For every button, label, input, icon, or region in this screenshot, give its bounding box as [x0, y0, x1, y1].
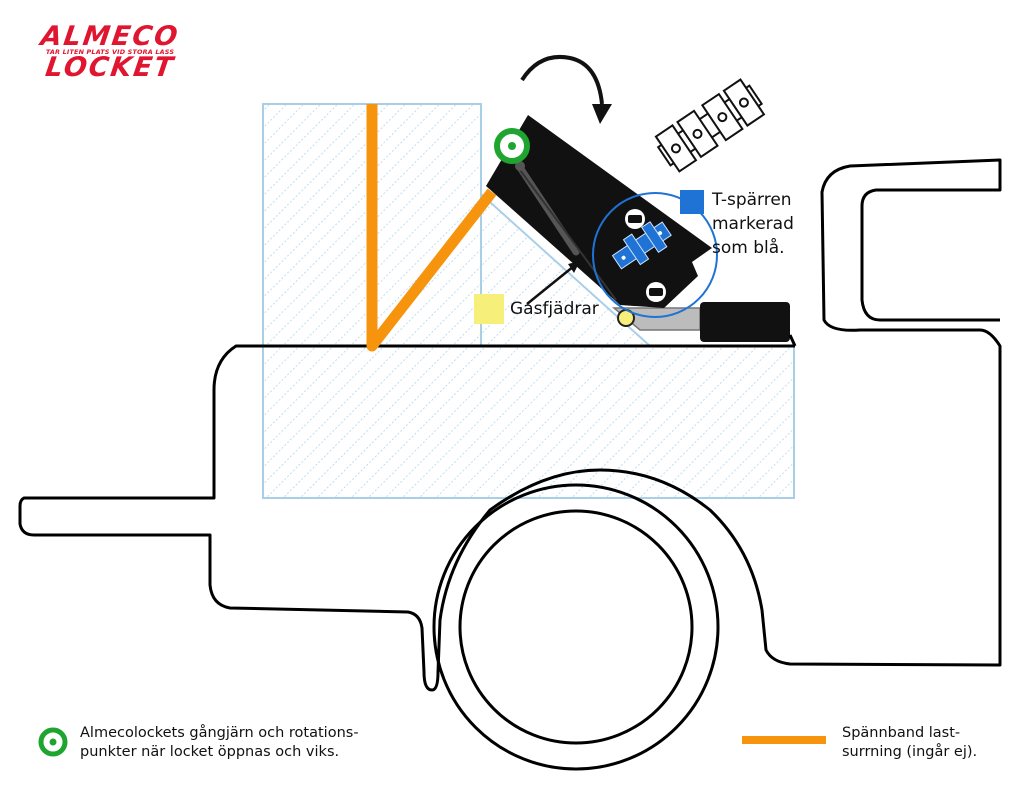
t-lock-icon [611, 221, 672, 270]
legend-strap-line2: surrning (ingår ej). [842, 744, 978, 760]
legend-hinge-line2: punkter när locket öppnas och viks. [80, 744, 340, 760]
rotate-arrow-icon [520, 55, 612, 124]
truck-lid [486, 115, 712, 327]
gas-spring-color-key [474, 294, 504, 324]
legend-strap-text: Spännband last- surrning (ingår ej). [842, 724, 977, 762]
tlock-label: T-spärren markerad som blå. [712, 188, 794, 260]
t-lock-detail-icon [654, 78, 766, 173]
lid-latch-bottom-icon [646, 282, 666, 302]
wheel [432, 483, 720, 771]
tlock-label-line2: markerad [712, 214, 794, 234]
gas-spring-label: Gasfjädrar [510, 299, 599, 319]
zoom-circle [592, 192, 718, 318]
logo-tagline: TAR LITEN PLATS VID STORA LASS [45, 48, 175, 56]
legend-hinge-line1: Almecolockets gångjärn och rotations- [80, 725, 359, 741]
storage-box [700, 302, 790, 342]
logo-line1: ALMECO [38, 21, 182, 52]
truck-outline [18, 158, 1002, 692]
gas-spring-pointer [526, 261, 580, 305]
tlock-color-key [680, 190, 704, 214]
legend-strap-line1: Spännband last- [842, 725, 961, 741]
tlock-label-line3: som blå. [712, 238, 785, 258]
hinge-icon [494, 128, 530, 164]
logo-line2: LOCKET [43, 52, 177, 83]
tlock-label-line1: T-spärren [712, 190, 792, 210]
lid-latch-top-icon [625, 209, 645, 229]
legend-hinge-text: Almecolockets gångjärn och rotations- pu… [80, 724, 359, 762]
legend-hinge-icon [38, 727, 68, 757]
cargo-strap [366, 104, 497, 352]
almeco-logo: ALMECO TAR LITEN PLATS VID STORA LASS LO… [30, 21, 190, 83]
